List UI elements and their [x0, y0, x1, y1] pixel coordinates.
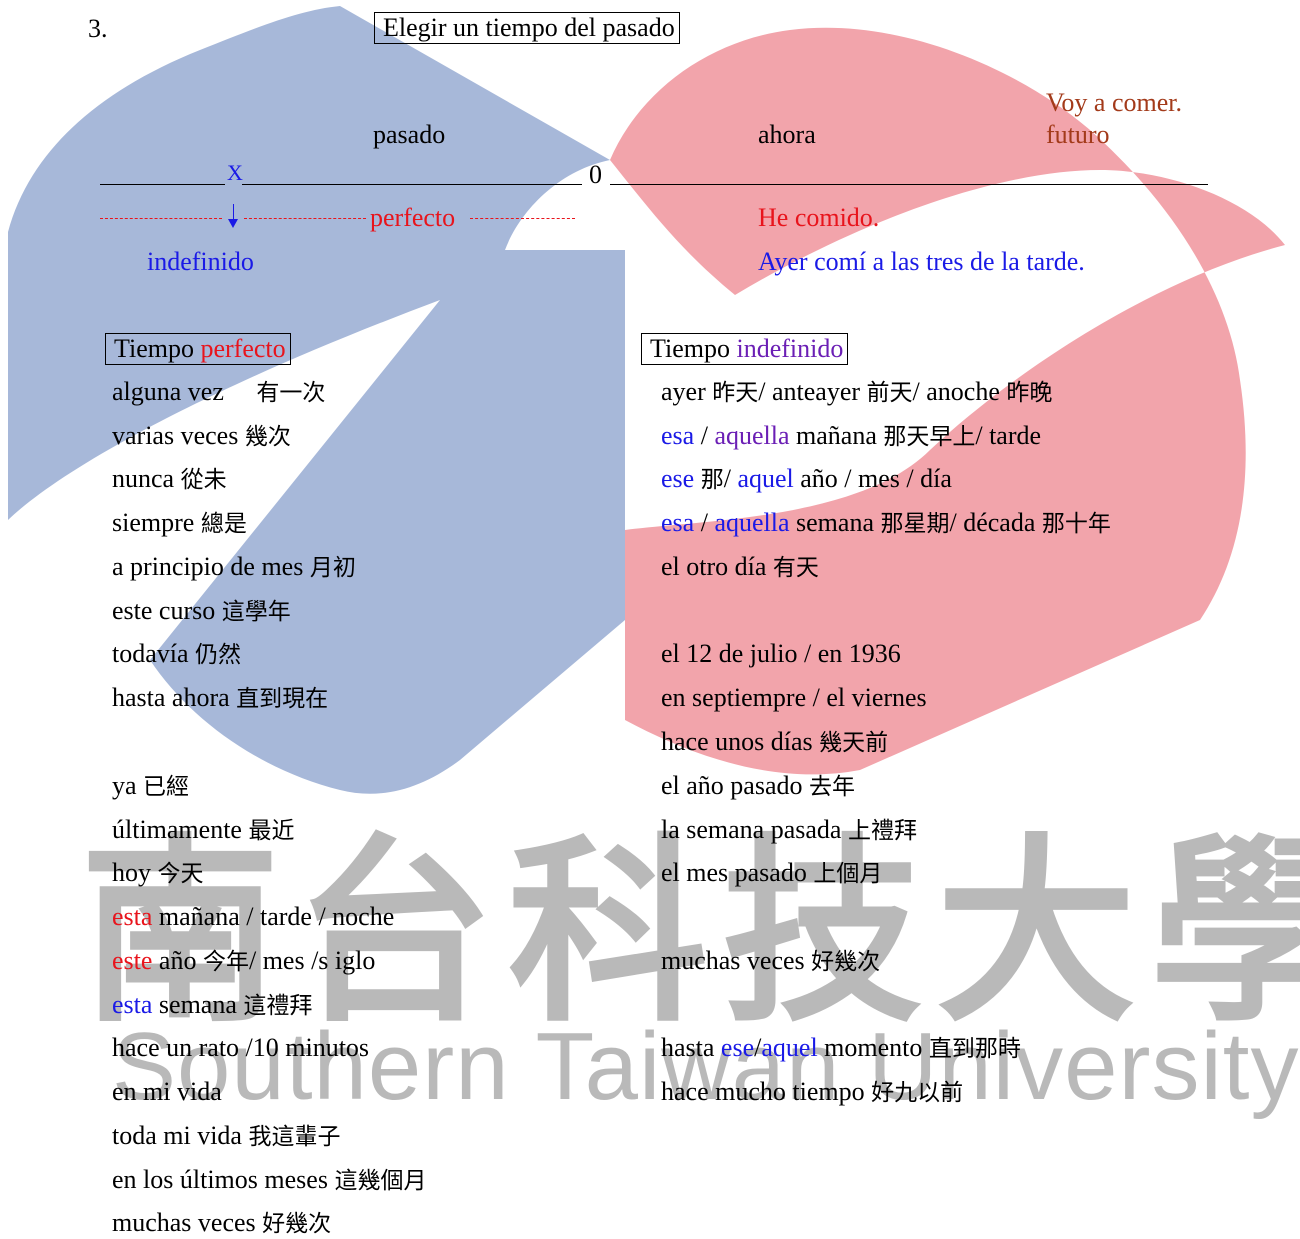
list-item: esta mañana / tarde / noche [112, 902, 395, 931]
heading-tiempo-perfecto: Tiempo perfecto [105, 333, 291, 365]
timeline-x-mark: X [227, 160, 243, 185]
list-item: últimamente 最近 [112, 815, 295, 844]
dashed-line-mid [244, 218, 366, 219]
down-arrow-icon [228, 204, 238, 228]
list-item: en los últimos meses 這幾個月 [112, 1165, 427, 1194]
label-indefinido-timeline: indefinido [147, 247, 254, 276]
list-item: ese 那/ aquel año / mes / día [661, 464, 952, 493]
list-item: el 12 de julio / en 1936 [661, 639, 901, 668]
list-item: alguna vez 有一次 [112, 377, 326, 406]
label-futuro: futuro [1046, 120, 1110, 149]
list-item: hasta ahora 直到現在 [112, 683, 329, 712]
label-pasado: pasado [373, 120, 446, 149]
list-item: todavía 仍然 [112, 639, 242, 668]
dashed-line-right [470, 218, 575, 219]
list-item: muchas veces 好幾次 [112, 1208, 332, 1237]
list-item: ayer 昨天/ anteayer 前天/ anoche 昨晚 [661, 377, 1053, 406]
list-item: hace mucho tiempo 好九以前 [661, 1077, 964, 1106]
example-ayer: Ayer comí a las tres de la tarde. [758, 247, 1085, 276]
list-item: siempre 總是 [112, 508, 247, 537]
list-item: hoy 今天 [112, 858, 204, 887]
list-item: esa / aquella mañana 那天早上/ tarde [661, 421, 1042, 450]
logo-red-swoosh [610, 27, 1285, 775]
list-item: toda mi vida 我這輩子 [112, 1121, 341, 1150]
watermark-latin-text: Southern Taiwan University [112, 1013, 1300, 1120]
list-item: el año pasado 去年 [661, 771, 856, 800]
list-item: esta semana 這禮拜 [112, 990, 313, 1019]
timeline-rule-middle [242, 184, 582, 185]
watermark-cjk-text: 南台科技大學 [80, 817, 1300, 1050]
list-item: el mes pasado 上個月 [661, 858, 883, 887]
label-ahora: ahora [758, 120, 816, 149]
future-example: Voy a comer. [1046, 88, 1182, 117]
timeline-rule-left [100, 184, 225, 185]
list-item: la semana pasada 上禮拜 [661, 815, 917, 844]
list-item: en mi vida [112, 1077, 222, 1106]
timeline-rule-right [610, 184, 1208, 185]
page-title: Elegir un tiempo del pasado [374, 12, 680, 44]
exercise-number: 3. [88, 14, 108, 43]
timeline-zero-mark: 0 [589, 160, 602, 189]
list-item: esa / aquella semana 那星期/ década 那十年 [661, 508, 1111, 537]
list-item: el otro día 有天 [661, 552, 819, 581]
label-perfecto-timeline: perfecto [370, 203, 456, 232]
list-item: hace un rato /10 minutos [112, 1033, 370, 1062]
list-item: este curso 這學年 [112, 596, 291, 625]
heading-tiempo-indefinido: Tiempo indefinido [641, 333, 849, 365]
list-item: muchas veces 好幾次 [661, 946, 881, 975]
logo-blue-swoosh [8, 6, 625, 794]
list-item: en septiempre / el viernes [661, 683, 927, 712]
list-item: hace unos días 幾天前 [661, 727, 889, 756]
list-item: varias veces 幾次 [112, 421, 291, 450]
example-he-comido: He comido. [758, 203, 880, 232]
dashed-line-left [100, 218, 222, 219]
list-item: nunca 從未 [112, 464, 227, 493]
list-item: a principio de mes 月初 [112, 552, 356, 581]
list-item: hasta ese/aquel momento 直到那時 [661, 1033, 1021, 1062]
list-item: este año 今年/ mes /s iglo [112, 946, 376, 975]
list-item: ya 已經 [112, 771, 190, 800]
